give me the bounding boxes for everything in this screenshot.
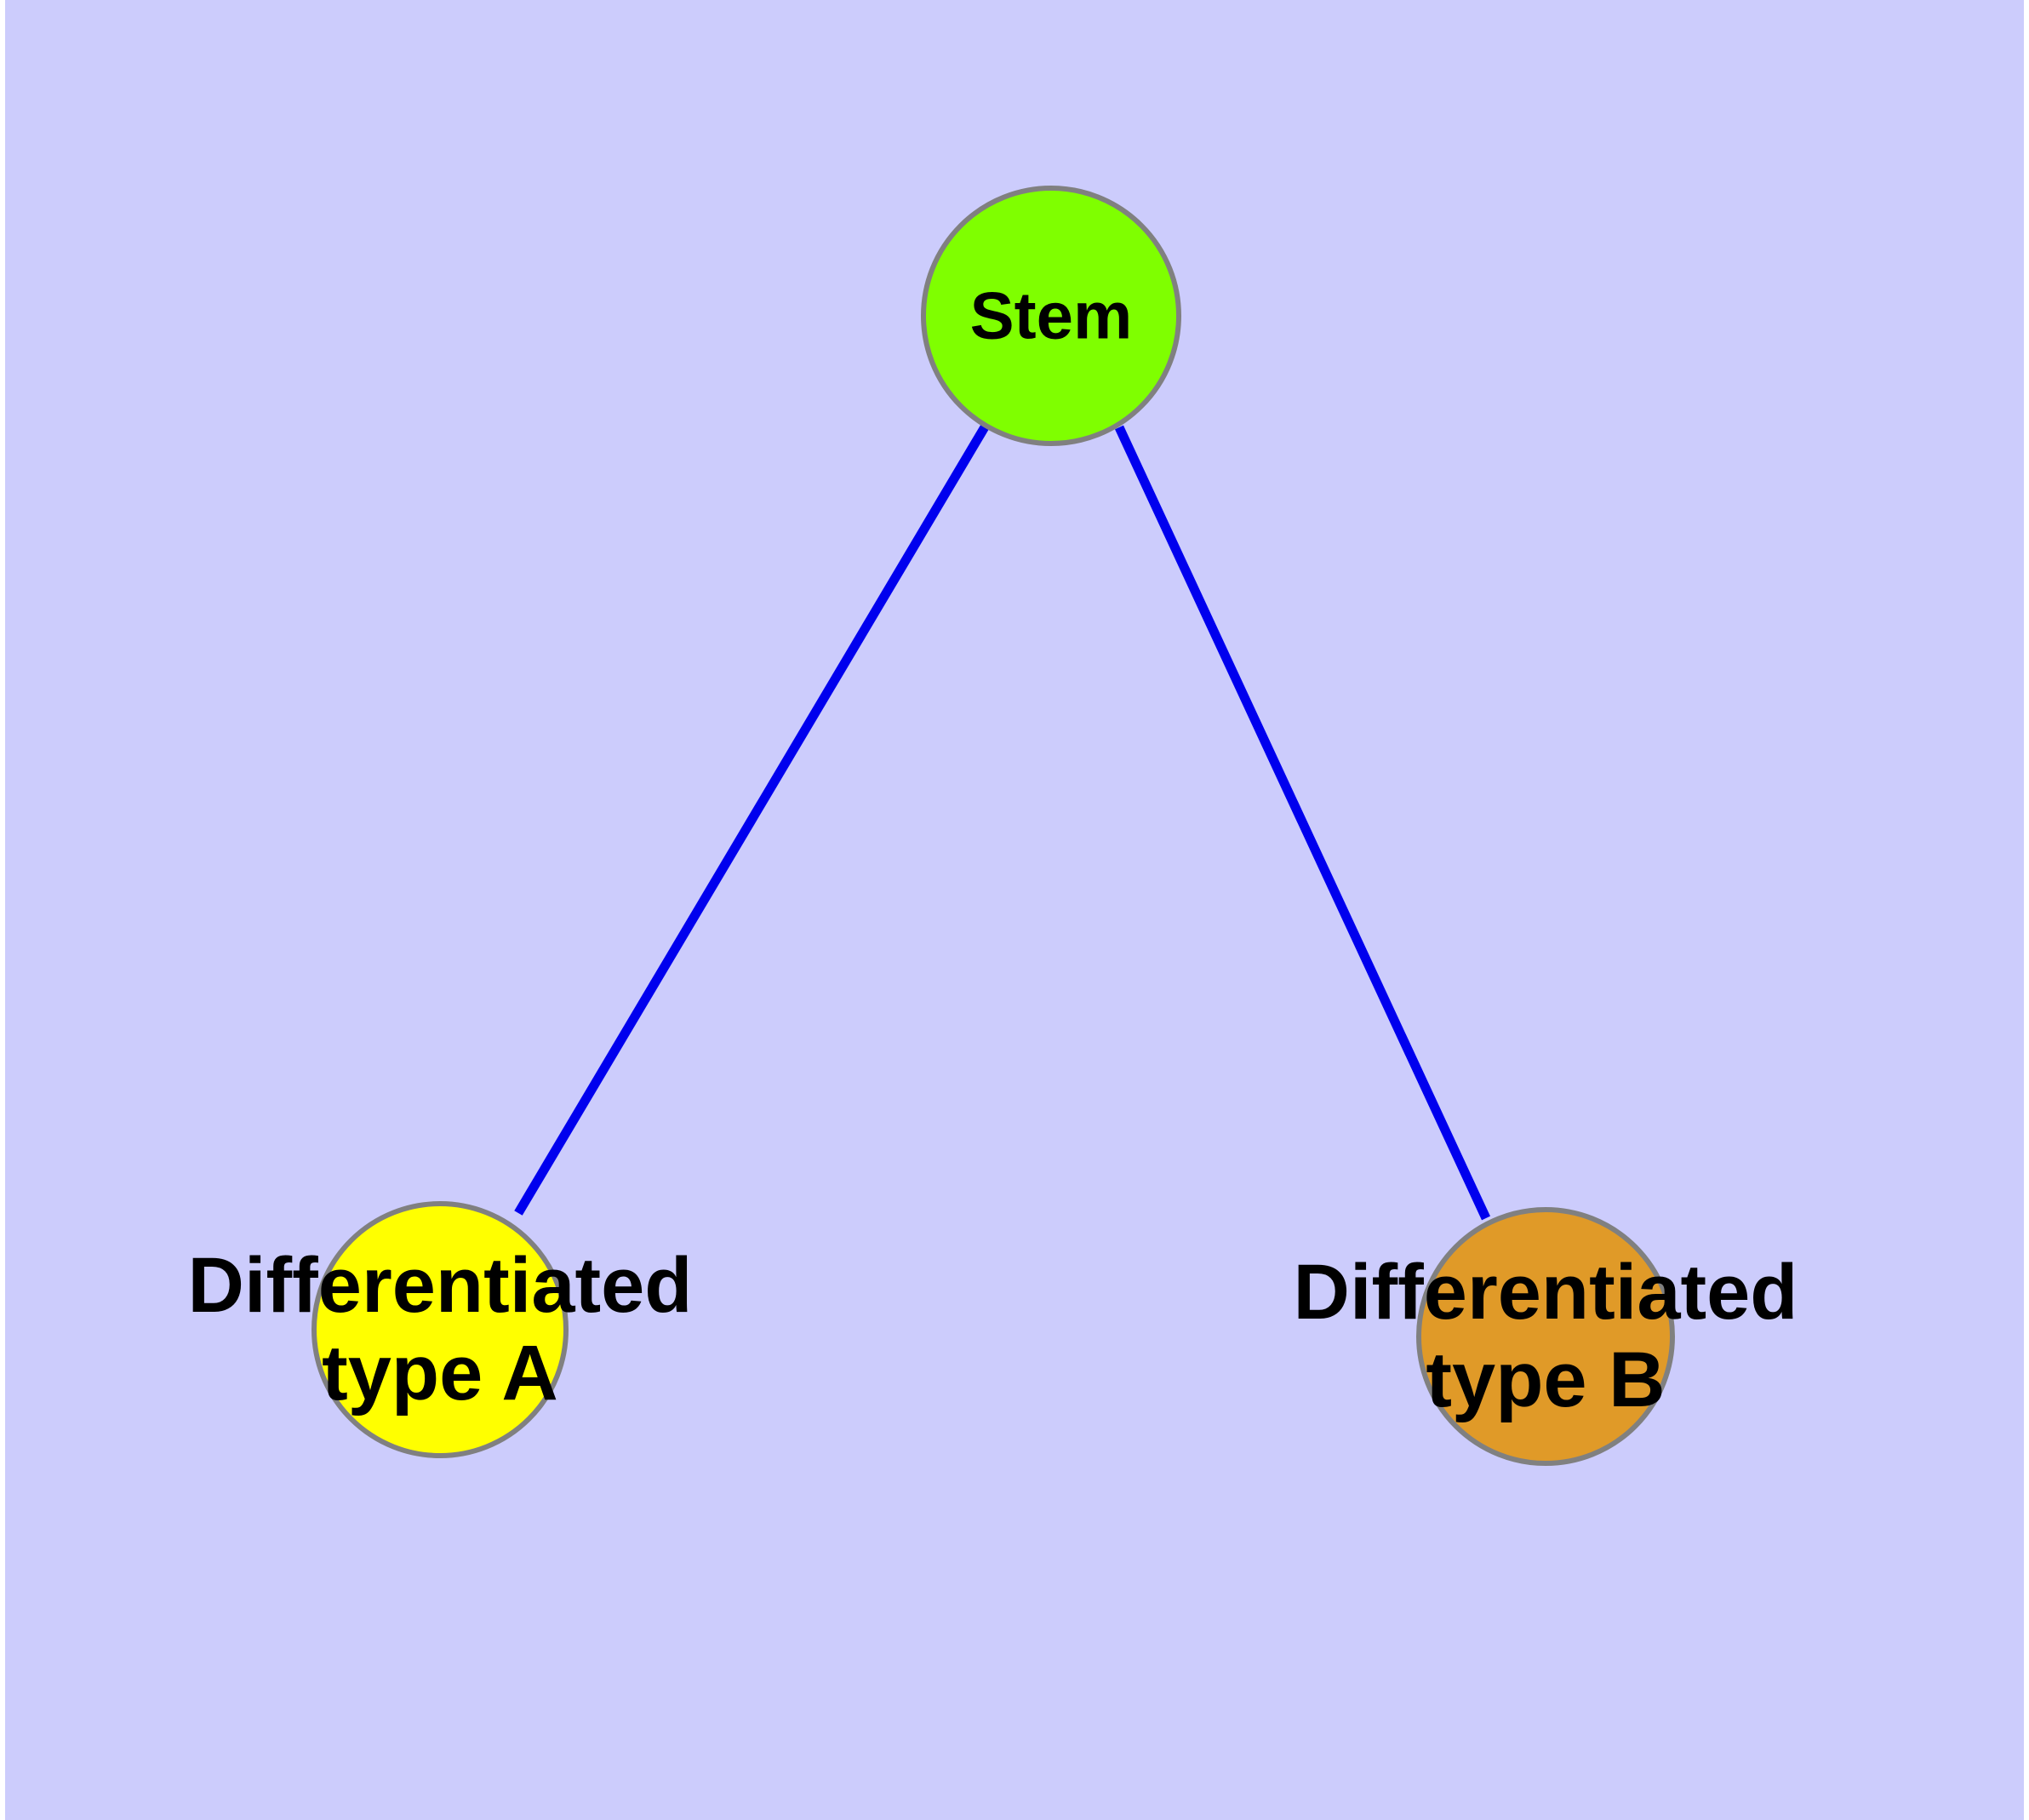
nodes-layer <box>311 186 1675 1466</box>
graph-node-diff-b[interactable] <box>1416 1207 1675 1466</box>
edges-layer <box>514 423 1490 1221</box>
graph-node-diff-a[interactable] <box>311 1201 569 1458</box>
graph-edge-stem-to-diff-a[interactable] <box>514 423 990 1216</box>
graph-node-stem[interactable] <box>921 186 1181 446</box>
graph-edge-stem-to-diff-b[interactable] <box>1115 425 1490 1221</box>
